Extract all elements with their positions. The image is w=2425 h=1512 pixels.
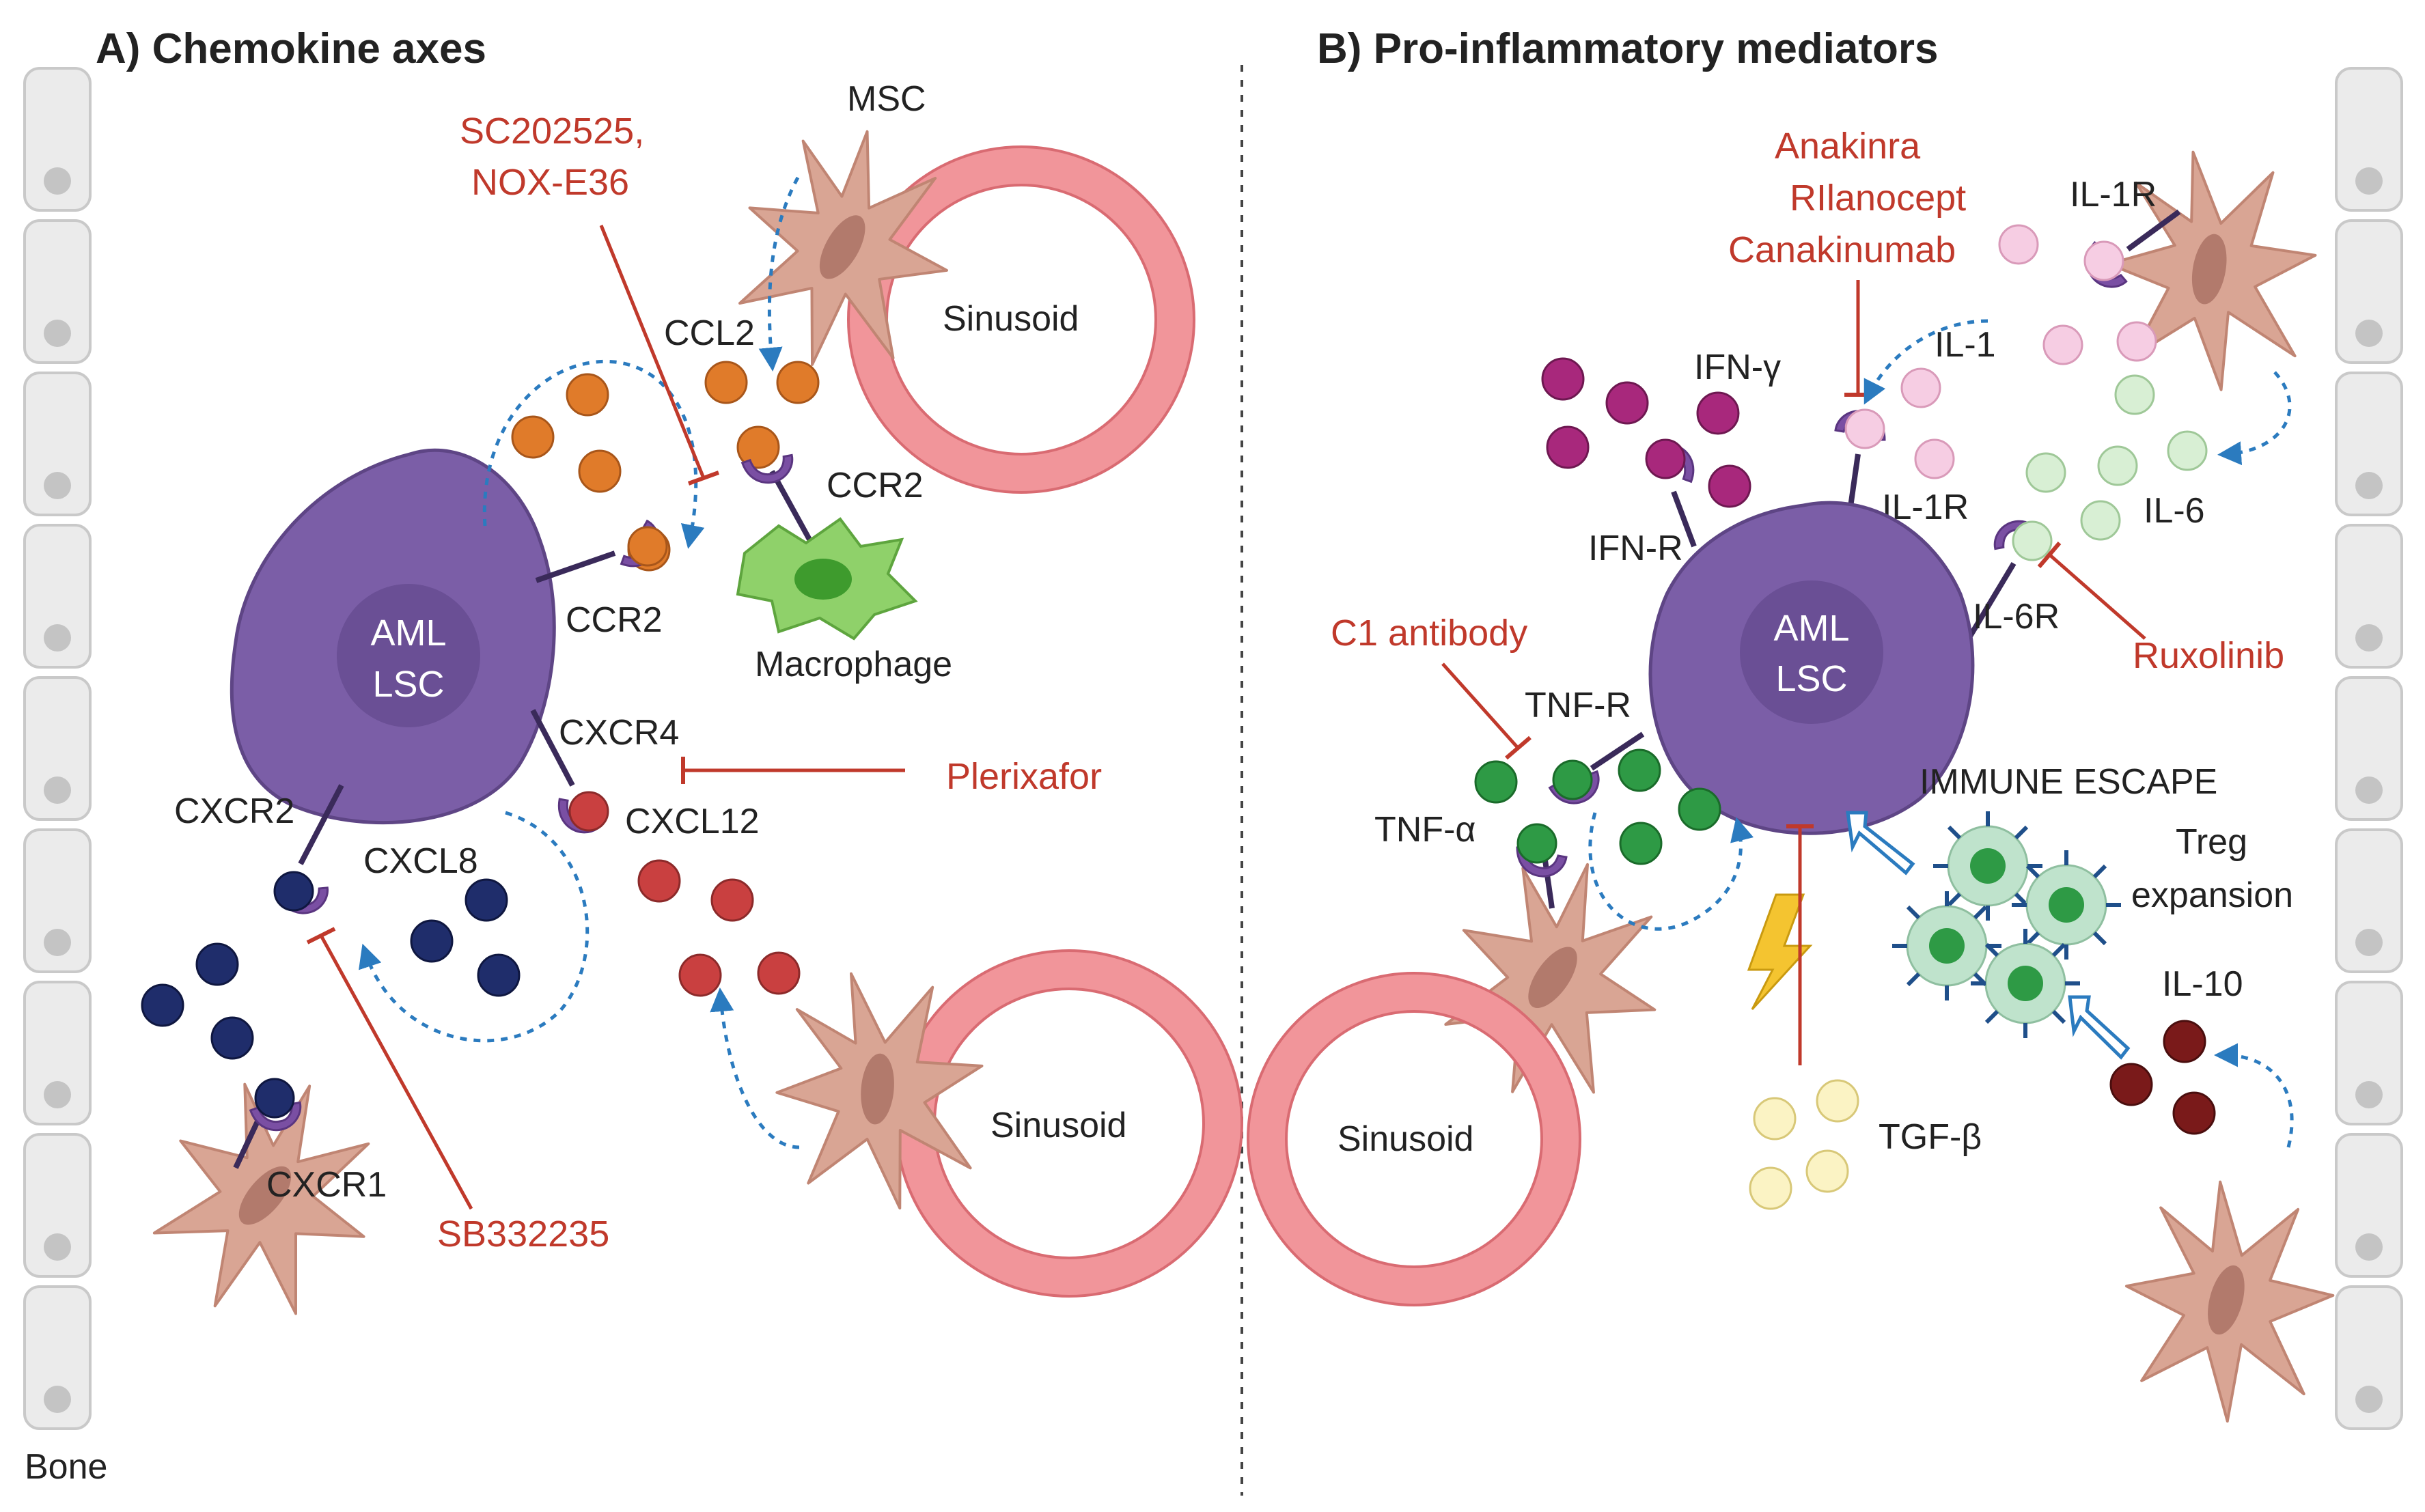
drug-ccr2-line2: NOX-E36	[471, 162, 629, 203]
aml-lsc-b-line1: AML	[1773, 608, 1849, 649]
aml-lsc-a-line1: AML	[370, 613, 446, 654]
sb332235-line	[319, 934, 473, 1210]
cxcl8-label: CXCL8	[363, 841, 478, 881]
il1r-msc-label: IL-1R	[2070, 175, 2157, 214]
macrophage-stalk	[769, 470, 812, 541]
treg-line2: expansion	[2131, 876, 2293, 915]
msc-label: MSC	[847, 79, 926, 119]
drug-rilanocept: RIlanocept	[1790, 178, 1966, 219]
msc-il6-arrow	[2217, 371, 2292, 466]
sinusoid-top-label: Sinusoid	[943, 299, 1079, 339]
drug-ruxolinib: Ruxolinib	[2133, 635, 2284, 676]
aml-lsc-b-nucleus	[1740, 580, 1883, 724]
sinusoid-b-label: Sinusoid	[1338, 1119, 1473, 1159]
cxcr2-stalk	[298, 784, 344, 865]
drug-canakinumab: Canakinumab	[1728, 229, 1956, 270]
drug-c1-antibody: C1 antibody	[1331, 613, 1527, 654]
cxcl12-dots	[637, 859, 801, 997]
cxcl12-label: CXCL12	[625, 802, 760, 841]
bone-right	[2335, 67, 2403, 1430]
aml-lsc-a-line2: LSC	[372, 664, 444, 705]
macrophage-label: Macrophage	[755, 645, 952, 684]
c1-antibody-bar	[1505, 736, 1532, 760]
ruxolinib-line	[2048, 553, 2146, 640]
ccl2-autocrine-arrow	[482, 359, 705, 549]
bone-label: Bone	[25, 1447, 107, 1487]
cxcl8-autocrine-arrow	[359, 811, 590, 1043]
aml-lsc-b-line2: LSC	[1775, 658, 1847, 699]
tnfr-label: TNF-R	[1525, 686, 1631, 725]
ifn-gamma-label: IFN-γ	[1694, 348, 1781, 387]
c1-antibody-line	[1441, 662, 1519, 749]
il1-autocrine-arrow	[1863, 319, 1988, 405]
drug-plerixafor: Plerixafor	[946, 756, 1102, 797]
cxcr2-label: CXCR2	[174, 792, 294, 831]
drug-sb332235: SB332235	[437, 1214, 609, 1255]
sb332235-bar	[306, 927, 336, 944]
il1r-msc-stalk	[2126, 209, 2181, 252]
immune-escape-arrow	[1846, 811, 1915, 876]
ccr2-lsc-bound-ccl2	[627, 526, 668, 567]
msc-cxcl12-arrow	[710, 988, 800, 1149]
il6-label: IL-6	[2144, 491, 2205, 531]
ccr2-lsc-stalk	[535, 550, 616, 583]
ccr2-inhibition-line	[599, 225, 706, 479]
treg-cells	[1892, 811, 2121, 1038]
il6r-label: IL-6R	[1973, 597, 2060, 636]
il1r-msc-bound-il1	[2083, 240, 2124, 281]
cxcl8-dots	[141, 878, 521, 1060]
immune-escape-label: IMMUNE ESCAPE	[1920, 762, 2217, 802]
cxcr1-label: CXCR1	[266, 1165, 387, 1205]
il10-label: IL-10	[2162, 964, 2243, 1004]
msc-ccl2-arrow	[758, 176, 800, 372]
il1-dots	[1900, 224, 2157, 479]
tnf-msc-bound-tnf	[1516, 823, 1557, 864]
tnf-alpha-label: TNF-α	[1374, 810, 1475, 850]
sinusoid-bottom-label: Sinusoid	[990, 1106, 1126, 1145]
il1-label: IL-1	[1935, 325, 1996, 365]
msc-il10-arrow	[2214, 1043, 2294, 1148]
cxcr4-label: CXCR4	[559, 713, 679, 753]
drug-ccr2-line1: SC202525,	[460, 111, 644, 152]
ifnr-label: IFN-R	[1588, 529, 1683, 568]
ifnr-bound-ifn	[1645, 438, 1686, 479]
panel-a-title: A) Chemokine axes	[96, 25, 486, 72]
cxcr4-bound-cxcl12	[568, 791, 609, 832]
ifnr-stalk	[1671, 490, 1697, 548]
ccl2-label: CCL2	[664, 313, 755, 353]
drug-anakinra: Anakinra	[1775, 126, 1921, 167]
aml-lsc-a-nucleus	[337, 584, 480, 727]
cxcr1-bound-cxcl8	[254, 1078, 295, 1119]
il10-dots	[2109, 1020, 2216, 1135]
cxcr4-stalk	[530, 709, 575, 787]
ccr2-lsc-label: CCR2	[566, 600, 663, 640]
tgf-beta-dots	[1749, 1079, 1859, 1210]
macrophage-cell	[736, 517, 918, 641]
il10-treg-arrow	[2068, 995, 2131, 1060]
tnfr-stalk	[1590, 731, 1645, 771]
msc-bottom-right-cell	[2116, 1171, 2345, 1431]
treg-line1: Treg	[2176, 822, 2247, 862]
tnf-autocrine-arrow	[1588, 812, 1754, 931]
panel-b-title: B) Pro-inflammatory mediators	[1317, 25, 1939, 72]
il6-dots	[2025, 374, 2208, 541]
ruxolinib-bar	[2037, 542, 2062, 568]
ccr2-inhibition-bar	[687, 471, 720, 486]
sinusoid-b	[1247, 972, 1581, 1306]
tgf-beta-label: TGF-β	[1879, 1117, 1982, 1157]
msc-top-cell	[723, 112, 970, 387]
bone-left	[23, 67, 92, 1430]
tnf-alpha-dots	[1474, 748, 1721, 865]
tnfr-bound-tnf	[1552, 759, 1593, 800]
il1r-lsc-bound-il1	[1844, 408, 1885, 449]
cxcr2-bound-cxcl8	[273, 871, 314, 912]
ifn-gamma-dots	[1541, 357, 1751, 508]
ccr2-macrophage-label: CCR2	[827, 466, 924, 505]
il6r-bound-il6	[2012, 520, 2053, 561]
